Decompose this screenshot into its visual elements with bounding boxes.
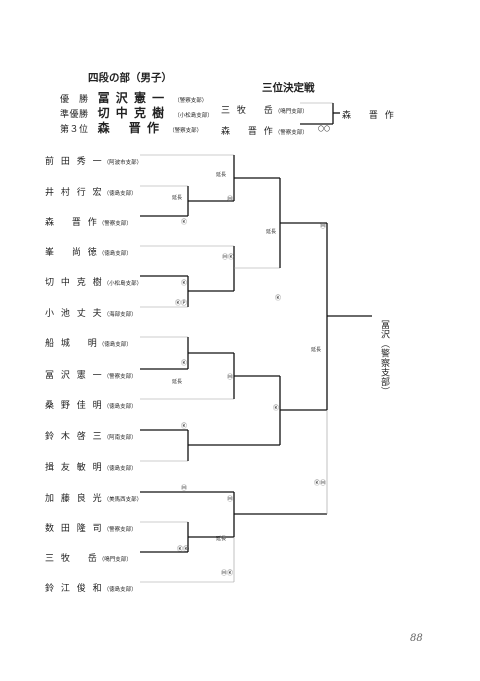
- extension-note: 延長: [172, 379, 183, 385]
- player-aff: （海部支部）: [103, 312, 137, 318]
- result-label: 準優勝: [60, 110, 89, 120]
- player-aff: （警察支部）: [103, 527, 137, 533]
- player-aff: （徳島支部）: [103, 191, 137, 197]
- result-aff: （小松島支部）: [174, 113, 213, 119]
- player-aff: （小松島支部）: [103, 281, 143, 287]
- player-row: 峯 尚 徳（徳島支部）: [45, 240, 132, 259]
- player-row: 数 田 隆 司（警察支部）: [45, 516, 137, 535]
- player-aff: （鳴門支部）: [98, 557, 132, 563]
- player-aff: （警察支部）: [274, 130, 308, 136]
- player-aff: （鳴門支部）: [274, 109, 308, 115]
- player-aff: （徳島支部）: [98, 342, 132, 348]
- player-name: 前 田 秀 一: [45, 157, 104, 167]
- score-mark: Ⓚ: [275, 295, 282, 302]
- player-name: 鈴 江 俊 和: [45, 584, 104, 594]
- player-name: 三 牧 岳: [45, 554, 99, 564]
- player-aff: （阿波市支部）: [103, 160, 143, 166]
- third-place-player-1: 三 牧 岳（鳴門支部）: [221, 98, 308, 117]
- result-aff: （警察支部）: [174, 98, 208, 104]
- result-name: 森 晋 作: [97, 121, 160, 135]
- player-row: 井 村 行 宏（徳島支部）: [45, 180, 137, 199]
- player-name: 井 村 行 宏: [45, 188, 104, 198]
- third-place-lines: [300, 102, 340, 125]
- player-row: 加 藤 良 光（美馬西支部）: [45, 486, 142, 505]
- score-mark: ⓂⓀ: [222, 254, 235, 261]
- player-name: 三 牧 岳: [221, 106, 275, 116]
- player-row: 冨 沢 憲 一（警察支部）: [45, 363, 137, 382]
- champion-label: 冨沢（警察支部）: [379, 320, 389, 396]
- result-label: 優 勝: [60, 95, 89, 105]
- player-aff: （警察支部）: [98, 221, 132, 227]
- score-mark: ⓀⓂ: [314, 480, 327, 487]
- extension-note: 延長: [266, 229, 277, 235]
- player-row: 前 田 秀 一（阿波市支部）: [45, 149, 142, 168]
- result-winner: 優 勝 冨 沢 憲 一 （警察支部）: [60, 87, 207, 106]
- result-label: 第３位: [60, 125, 89, 135]
- extension-note: 延長: [311, 347, 322, 353]
- player-name: 森 晋 作: [221, 127, 275, 137]
- player-name: 小 池 丈 夫: [45, 309, 104, 319]
- score-mark: Ⓜ: [320, 223, 327, 230]
- score-mark: Ⓚ: [181, 280, 188, 287]
- player-row: 小 池 丈 夫（海部支部）: [45, 301, 137, 320]
- player-aff: （徳島支部）: [103, 466, 137, 472]
- score-mark: Ⓜ: [227, 496, 234, 503]
- extension-note: 延長: [216, 172, 227, 178]
- player-name: 船 城 明: [45, 339, 99, 349]
- player-row: 桑 野 佳 明（徳島支部）: [45, 393, 137, 412]
- third-place-mark: 〇〇: [318, 126, 331, 133]
- score-mark: ⓂⓀ: [221, 570, 234, 577]
- player-row: 切 中 克 樹（小松島支部）: [45, 270, 142, 289]
- player-aff: （警察支部）: [103, 374, 137, 380]
- result-aff: （警察支部）: [169, 128, 203, 134]
- result-name: 冨 沢 憲 一: [97, 91, 166, 105]
- score-mark: Ⓜ: [227, 374, 234, 381]
- player-name: 峯 尚 徳: [45, 248, 99, 258]
- page-number: 88: [410, 633, 423, 644]
- result-name: 切 中 克 樹: [97, 106, 166, 120]
- section-title: 四段の部（男子）: [88, 72, 172, 84]
- player-name: 桑 野 佳 明: [45, 401, 104, 411]
- player-aff: （徳島支部）: [103, 587, 137, 593]
- player-row: 三 牧 岳（鳴門支部）: [45, 546, 132, 565]
- score-mark: ⓀⓀ: [177, 546, 190, 553]
- score-mark: ⓀⓅ: [175, 300, 188, 307]
- third-place-player-2: 森 晋 作（警察支部）: [221, 119, 308, 138]
- score-mark: Ⓚ: [181, 219, 188, 226]
- third-place-winner: 森 晋 作: [342, 111, 396, 121]
- player-name: 切 中 克 樹: [45, 278, 104, 288]
- result-runner-up: 準優勝 切 中 克 樹 （小松島支部）: [60, 102, 213, 121]
- player-name: 冨 沢 憲 一: [45, 371, 104, 381]
- player-aff: （阿南支部）: [103, 435, 137, 441]
- player-name: 鈴 木 啓 三: [45, 432, 104, 442]
- player-aff: （徳島支部）: [98, 251, 132, 257]
- bracket-lines: [140, 154, 372, 583]
- score-mark: Ⓚ: [181, 423, 188, 430]
- player-row: 揖 友 敏 明（徳島支部）: [45, 455, 137, 474]
- player-name: 数 田 隆 司: [45, 524, 104, 534]
- third-place-title: 三位決定戦: [262, 82, 315, 94]
- extension-note: 延長: [216, 536, 227, 542]
- player-row: 鈴 江 俊 和（徳島支部）: [45, 576, 137, 595]
- player-name: 森 晋 作: [45, 218, 99, 228]
- result-third: 第３位 森 晋 作 （警察支部）: [60, 117, 202, 136]
- score-mark: Ⓚ: [273, 405, 280, 412]
- player-row: 鈴 木 啓 三（阿南支部）: [45, 424, 137, 443]
- player-name: 揖 友 敏 明: [45, 463, 104, 473]
- score-mark: Ⓚ: [181, 360, 188, 367]
- player-aff: （美馬西支部）: [103, 497, 143, 503]
- score-mark: Ⓜ: [227, 196, 234, 203]
- player-name: 加 藤 良 光: [45, 494, 104, 504]
- player-row: 船 城 明（徳島支部）: [45, 331, 132, 350]
- player-aff: （徳島支部）: [103, 404, 137, 410]
- extension-note: 延長: [172, 195, 183, 201]
- score-mark: Ⓜ: [181, 485, 188, 492]
- player-row: 森 晋 作（警察支部）: [45, 210, 132, 229]
